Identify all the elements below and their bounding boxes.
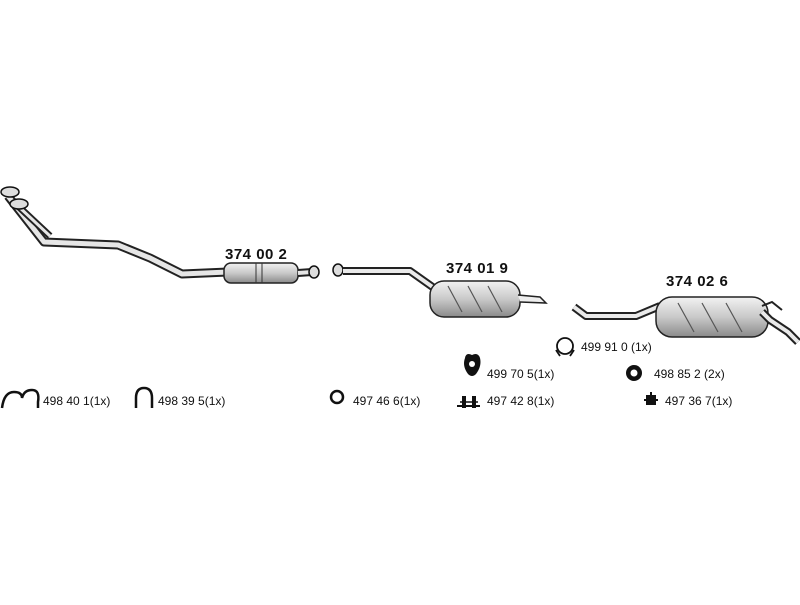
accessory-label: 499 91 0 (1x) bbox=[581, 340, 652, 354]
part-number-rear-silencer: 374 02 6 bbox=[666, 273, 729, 290]
accessory-label: 497 36 7(1x) bbox=[665, 394, 733, 408]
silencer-body bbox=[655, 296, 769, 338]
inlet-flange bbox=[332, 263, 344, 277]
clip-icon bbox=[644, 392, 658, 405]
rear-silencer bbox=[571, 296, 800, 345]
ring-icon bbox=[329, 389, 345, 405]
part-number-front-pipe: 374 00 2 bbox=[225, 246, 288, 263]
catalytic-converter bbox=[223, 262, 299, 284]
accessory-label: 498 39 5(1x) bbox=[158, 394, 226, 408]
wide-clamp-icon bbox=[0, 388, 40, 409]
middle-silencer bbox=[332, 263, 548, 318]
part-number-middle-silencer: 374 01 9 bbox=[446, 260, 509, 277]
bracket-icon bbox=[555, 337, 575, 357]
flange-gasket-icon bbox=[464, 354, 481, 376]
accessory-label: 499 70 5(1x) bbox=[487, 367, 555, 381]
inlet-flange bbox=[0, 186, 20, 198]
u-bolt-icon bbox=[134, 386, 154, 408]
front-pipe-with-catalyst bbox=[0, 186, 320, 284]
accessory-label: 498 40 1(1x) bbox=[43, 394, 111, 408]
rubber-hanger-icon bbox=[457, 396, 480, 408]
accessory-label: 497 46 6(1x) bbox=[353, 394, 421, 408]
accessory-label: 497 42 8(1x) bbox=[487, 394, 555, 408]
inlet-flange bbox=[9, 198, 29, 210]
outlet-flange bbox=[308, 265, 320, 279]
mount-icon bbox=[626, 365, 642, 381]
accessory-label: 498 85 2 (2x) bbox=[654, 367, 725, 381]
